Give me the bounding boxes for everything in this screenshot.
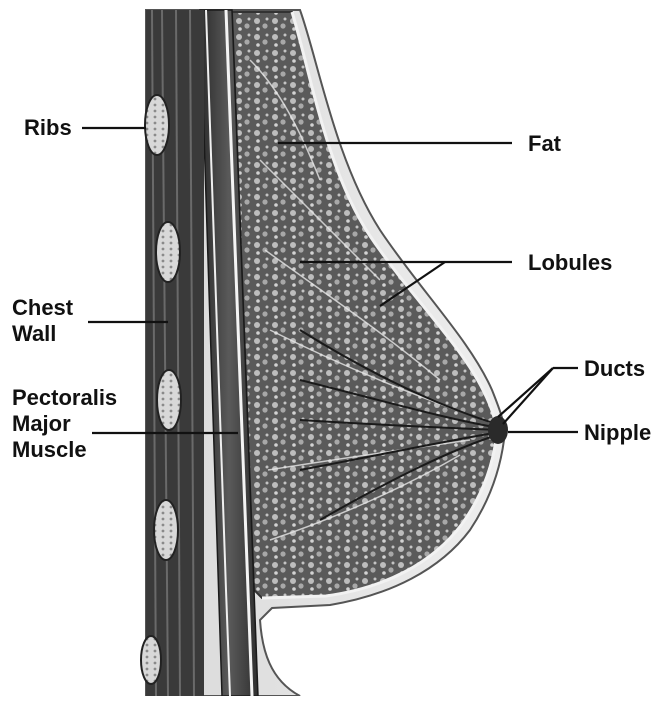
label-lobules: Lobules <box>528 250 612 276</box>
rib <box>141 636 161 684</box>
rib <box>156 222 180 282</box>
breast-tissue <box>232 12 497 598</box>
rib <box>145 95 169 155</box>
ducts-leader-a <box>498 368 553 417</box>
label-pectoralis-line3: Muscle <box>12 437 87 463</box>
label-pectoralis-line1: Pectoralis <box>12 385 117 411</box>
label-chest-wall-line2: Wall <box>12 321 56 347</box>
label-chest-wall-line1: Chest <box>12 295 73 321</box>
ducts-leader-b <box>503 368 553 424</box>
label-ducts: Ducts <box>584 356 645 382</box>
label-ribs: Ribs <box>24 115 72 141</box>
rib <box>154 500 178 560</box>
label-pectoralis-line2: Major <box>12 411 71 437</box>
label-nipple: Nipple <box>584 420 651 446</box>
rib <box>157 370 181 430</box>
label-fat: Fat <box>528 131 561 157</box>
